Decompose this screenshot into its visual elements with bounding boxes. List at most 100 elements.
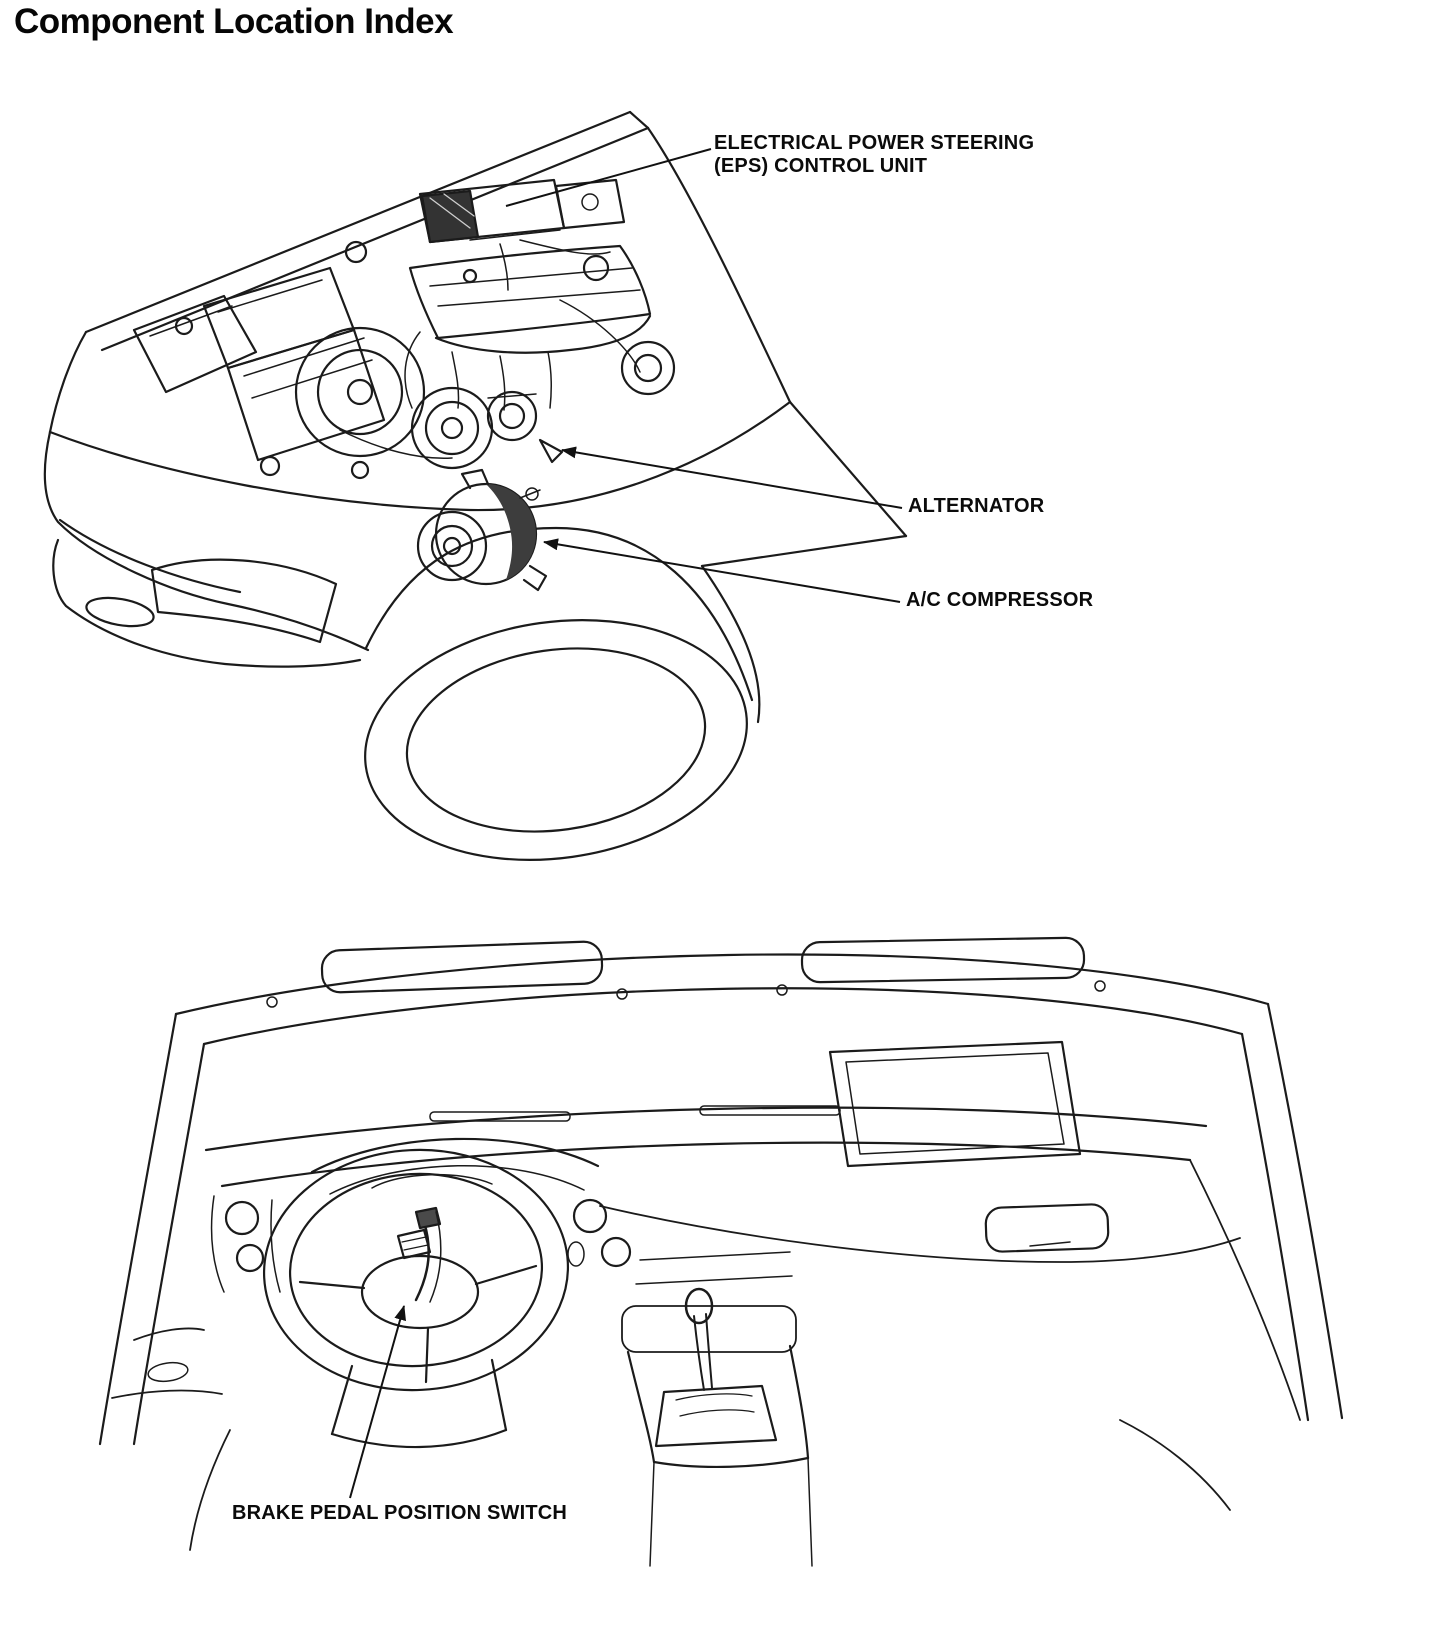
- left-a-pillar-outer: [98, 1012, 178, 1446]
- ac-clutch-outer: [416, 510, 488, 582]
- eps-relay-circle: [581, 193, 599, 211]
- left-a-pillar-inner: [132, 1042, 206, 1446]
- label-brake-pedal-switch: BRAKE PEDAL POSITION SWITCH: [232, 1502, 568, 1524]
- label-eps-line1: ELECTRICAL POWER STEERING: [714, 132, 1035, 154]
- shift-lever-left: [693, 1315, 705, 1391]
- left-sun-visor: [320, 940, 604, 994]
- engine-bay-figure: [43, 110, 908, 861]
- shift-lever-right: [705, 1313, 713, 1389]
- brake-pedal-pad-line1: [401, 1236, 427, 1243]
- visor-clip-2: [616, 988, 628, 1000]
- instrument-hood: [310, 1137, 600, 1174]
- windshield-opening-inner: [845, 1052, 1065, 1155]
- page-title: Component Location Index: [14, 2, 454, 41]
- ac-mount-ear-right: [522, 564, 548, 592]
- console-run-right: [807, 1457, 813, 1567]
- console-bottom: [652, 1456, 810, 1469]
- intake-runner3: [547, 351, 553, 409]
- visor-clip-3: [776, 984, 788, 996]
- dash-lower-edge: [599, 1205, 1241, 1263]
- eps-bracket: [469, 229, 561, 241]
- cowl-line-2: [100, 126, 650, 352]
- label-eps-control-unit: ELECTRICAL POWER STEERING (EPS) CONTROL …: [714, 132, 1034, 178]
- fuse-box-line: [217, 279, 323, 313]
- alternator-bracket: [487, 393, 537, 399]
- valve-cover-rib1: [429, 267, 633, 287]
- alternator-pulley: [498, 402, 526, 430]
- console-side-right: [788, 1344, 810, 1460]
- steering-column-right: [490, 1358, 508, 1432]
- intake-runner1: [451, 351, 460, 409]
- fender-break-lower: [700, 534, 908, 568]
- brake-pedal-leader-line: [349, 1305, 406, 1499]
- interior-figure: [98, 936, 1344, 1567]
- fender-break-upper: [788, 400, 908, 538]
- right-door-seam: [1189, 1159, 1301, 1421]
- ac-compressor-shade: [486, 484, 537, 580]
- oil-cap: [582, 254, 610, 282]
- label-alternator: ALTERNATOR: [908, 495, 1045, 517]
- valve-cover-rib2: [437, 289, 641, 307]
- eps-leader-line: [505, 148, 712, 207]
- steering-wheel-inner: [288, 1172, 544, 1368]
- fan-shroud-outer: [294, 326, 426, 458]
- coolant-cap: [633, 353, 663, 383]
- spoke-left: [298, 1280, 366, 1290]
- alternator-fitting: [538, 438, 564, 464]
- front-wheel-rim: [405, 647, 707, 833]
- right-fender-edge: [646, 126, 792, 404]
- steering-column-left: [330, 1364, 354, 1436]
- air-cleaner-line2: [251, 359, 373, 399]
- spoke-right: [474, 1264, 538, 1286]
- bumper-outline: [43, 430, 370, 652]
- shift-boot-fold2: [679, 1409, 755, 1417]
- fender-rear-edge: [700, 564, 761, 724]
- cowl-line: [84, 110, 632, 334]
- bumper-crease: [58, 518, 242, 594]
- alternator-leader-line: [561, 446, 903, 509]
- alternator-shape: [486, 390, 538, 442]
- steering-column-bottom: [330, 1428, 508, 1449]
- left-dash-switch-1: [224, 1200, 260, 1236]
- dash-front-lip: [220, 1141, 1192, 1188]
- right-a-pillar-inner: [1240, 1032, 1310, 1422]
- spoke-bottom: [424, 1326, 430, 1384]
- right-door-panel: [1119, 1419, 1231, 1511]
- left-door-seam: [111, 1389, 223, 1399]
- console-stack-line2: [635, 1275, 793, 1285]
- left-body-edge: [48, 330, 88, 434]
- crank-pulley: [410, 386, 494, 470]
- fan-hub: [346, 378, 374, 406]
- right-sun-visor: [800, 936, 1086, 984]
- valve-cover-bolt: [462, 268, 478, 284]
- eps-connector-hatch1: [429, 197, 471, 229]
- bolt-cap-1: [259, 455, 281, 477]
- left-door-handle: [147, 1361, 189, 1383]
- ac-fitting: [525, 487, 539, 501]
- left-floor-line: [189, 1429, 231, 1551]
- harness-top: [519, 239, 611, 255]
- label-ac-compressor: A/C COMPRESSOR: [906, 589, 1094, 611]
- eps-relay-box: [554, 178, 626, 230]
- right-stalk-knob-2: [600, 1236, 632, 1268]
- eps-harness: [499, 243, 509, 291]
- windshield-opening: [828, 1040, 1082, 1168]
- engine-block-top: [434, 314, 652, 354]
- front-wheel-tire: [364, 619, 748, 861]
- stalk-button: [567, 1241, 585, 1267]
- air-cleaner-line1: [243, 337, 365, 377]
- valve-cover: [408, 244, 652, 340]
- bay-front-edge: [48, 400, 792, 512]
- brake-bracket: [429, 1211, 442, 1303]
- brake-switch-body: [414, 1206, 442, 1230]
- strut-cap: [344, 240, 368, 264]
- fan-shroud-inner: [316, 348, 404, 436]
- intake-runner2: [499, 355, 506, 411]
- air-cleaner-box: [226, 328, 386, 462]
- belt-line: [404, 331, 421, 409]
- label-eps-line2: (EPS) CONTROL UNIT: [714, 155, 928, 177]
- cowl-end: [628, 110, 650, 130]
- fog-slot: [85, 596, 155, 628]
